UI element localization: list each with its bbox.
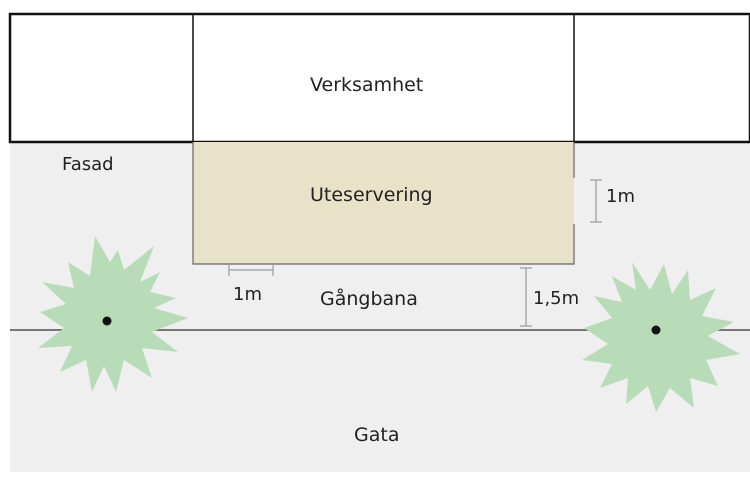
tree-left-crown: [38, 236, 188, 392]
label-verksamhet: Verksamhet: [310, 74, 424, 96]
label-gangbana: Gångbana: [320, 288, 418, 310]
uteservering-outline: [192, 142, 575, 265]
label-gata: Gata: [354, 424, 400, 446]
label-dimension-1-5m: 1,5m: [533, 288, 580, 309]
label-dimension-1m-bottom: 1m: [233, 284, 262, 305]
dimension-1m-bottom: [228, 265, 274, 276]
tree-right-crown: [582, 262, 740, 412]
building-outline: [8, 12, 750, 144]
label-fasad: Fasad: [62, 154, 114, 175]
tree-right-trunk-dot: [651, 325, 661, 335]
label-dimension-1m-right: 1m: [606, 186, 635, 207]
label-uteservering: Uteservering: [310, 184, 433, 206]
dimension-1m-right: [590, 179, 602, 223]
tree-right: [582, 262, 740, 412]
dimension-1-5m: [520, 267, 532, 327]
uteservering-area: [193, 142, 574, 264]
tree-left: [38, 236, 188, 392]
tree-left-trunk-dot: [102, 316, 112, 326]
